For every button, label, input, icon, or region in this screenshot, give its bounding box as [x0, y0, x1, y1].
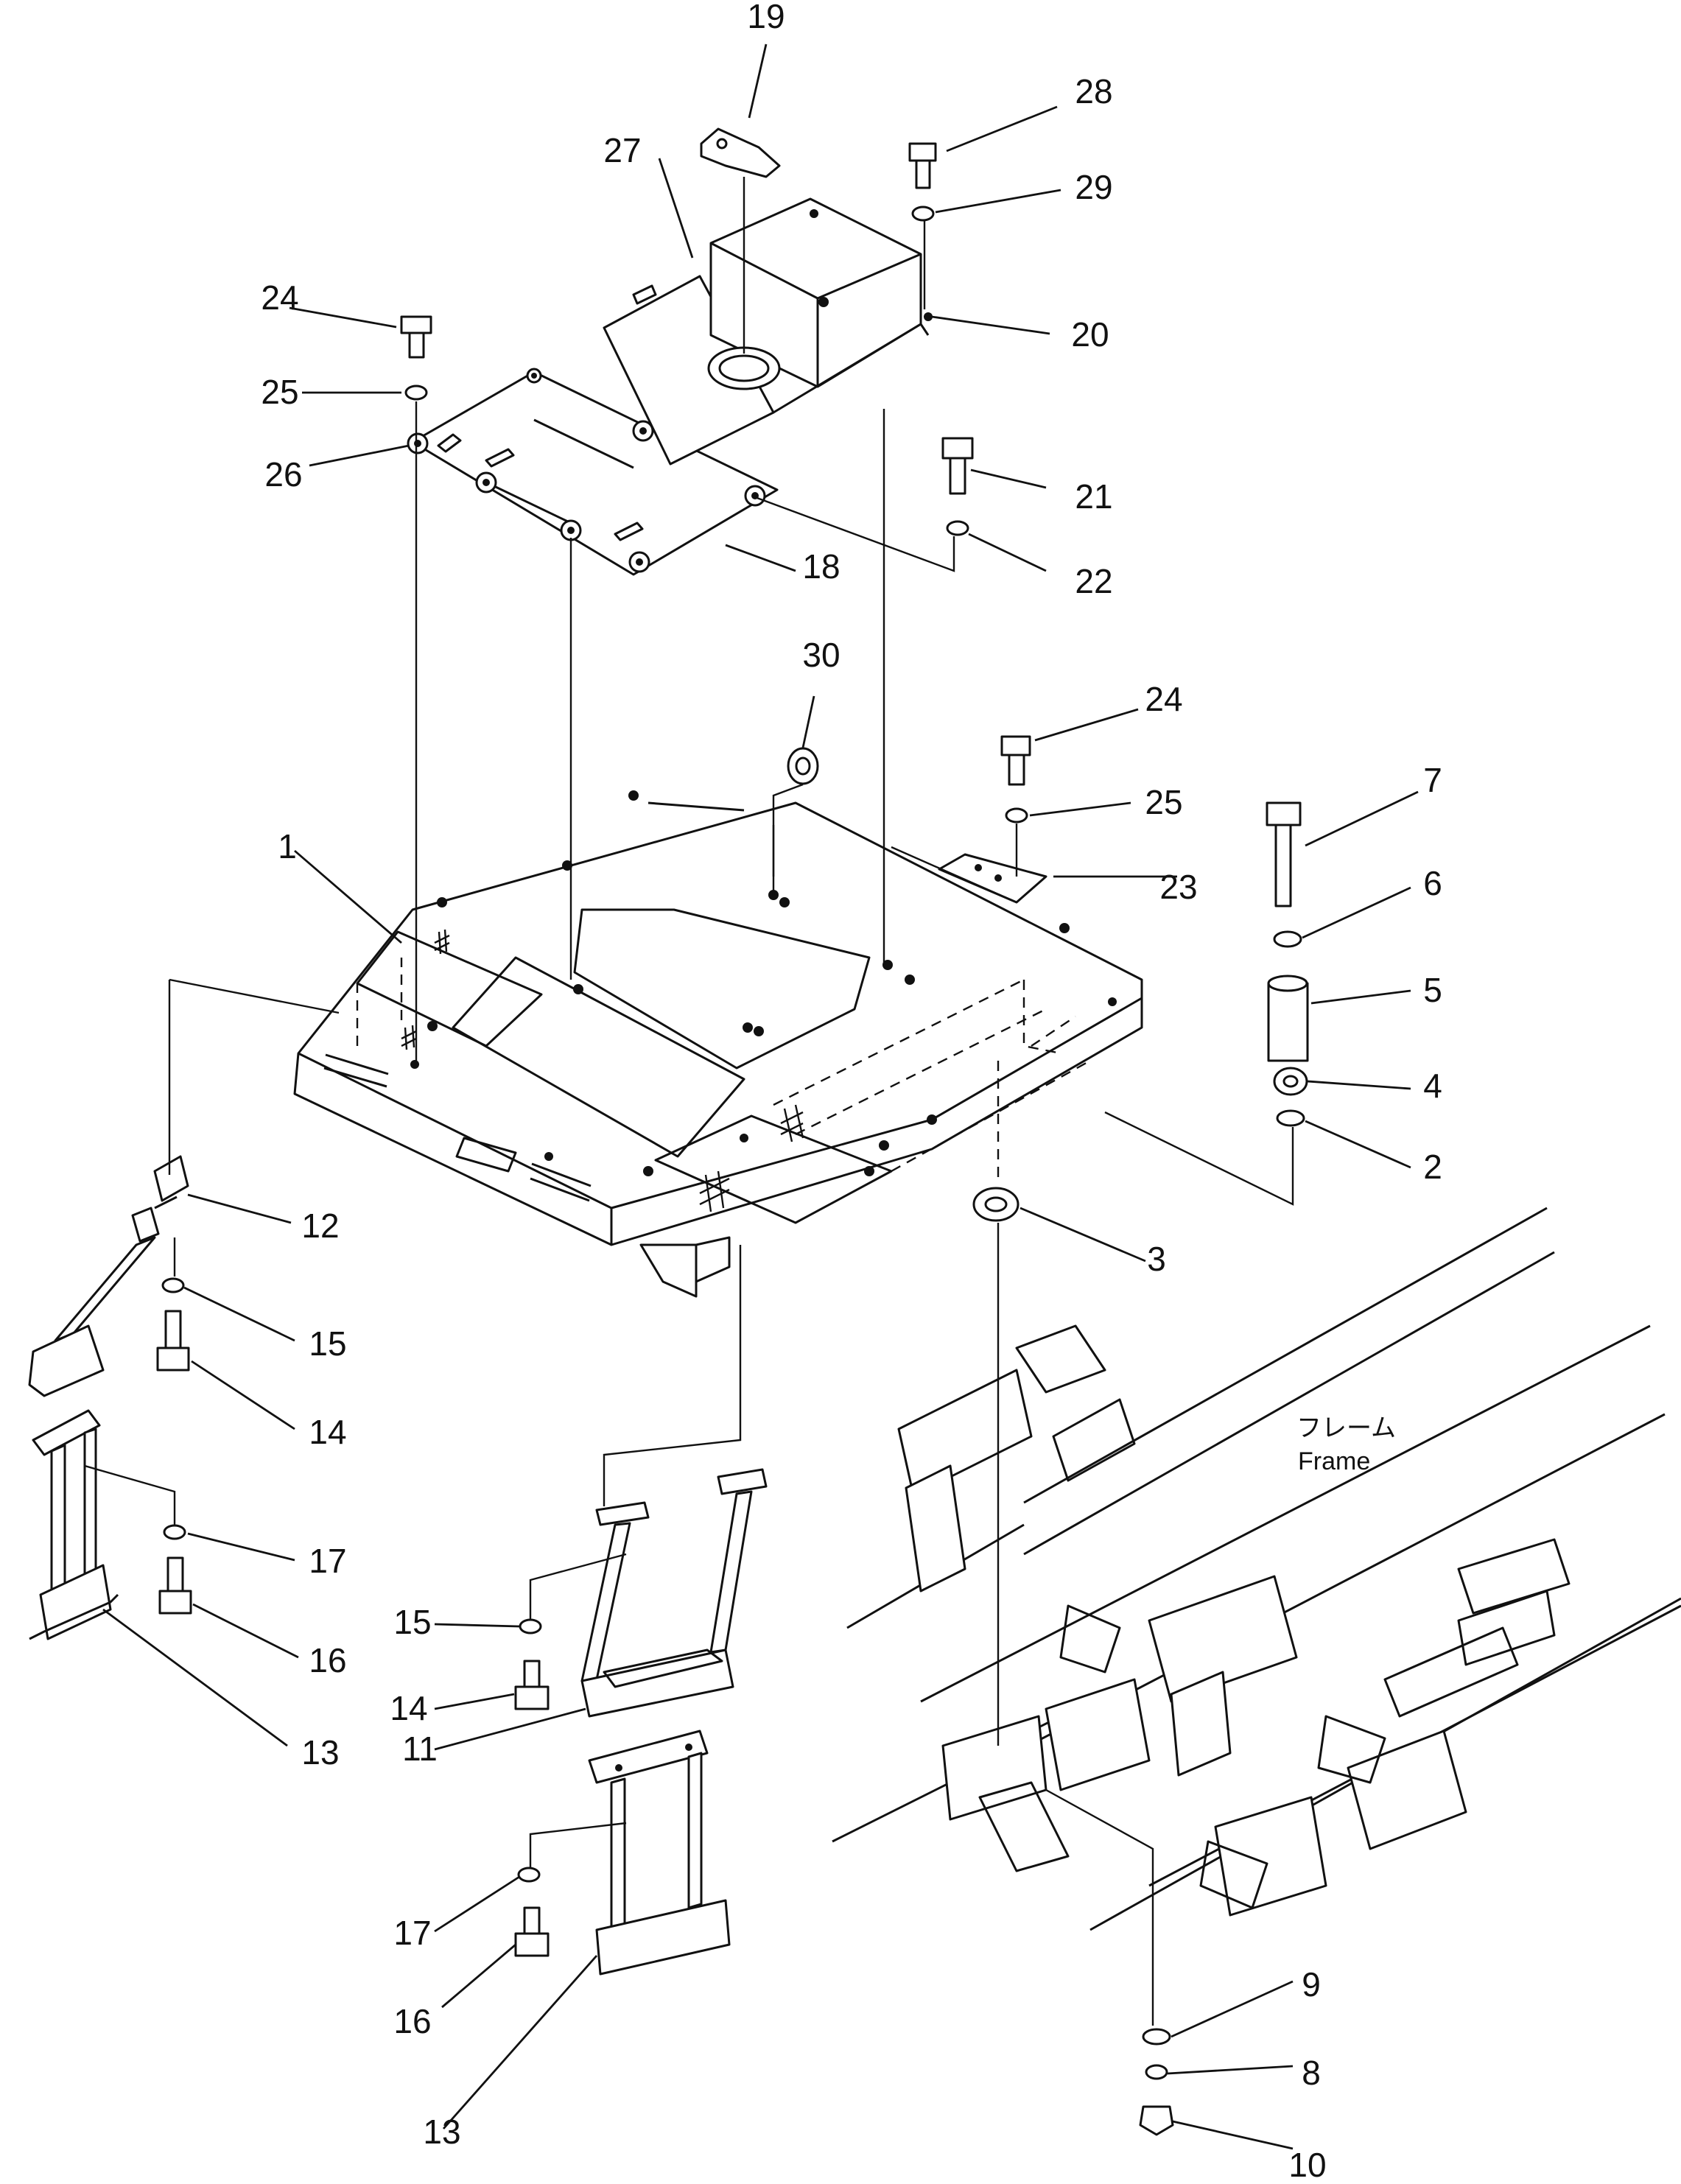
frame-label-jp: フレーム [1296, 1414, 1396, 1442]
callout-11: 11 [402, 1730, 438, 1768]
machine-frame [832, 1207, 1681, 1931]
callout-16: 16 [393, 2002, 431, 2040]
callout-23: 23 [1159, 868, 1197, 906]
left-brackets [28, 1155, 189, 1640]
fasteners [156, 142, 1309, 2136]
callout-17: 17 [393, 1914, 431, 1952]
callout-numbers: 1234567891011121313141415151616171718192… [261, 0, 1442, 2184]
callout-21: 21 [1075, 477, 1112, 516]
callout-7: 7 [1423, 761, 1442, 799]
assembly-lines [84, 177, 1294, 2026]
callout-17: 17 [309, 1542, 346, 1580]
callout-30: 30 [802, 636, 840, 674]
callout-25: 25 [1145, 783, 1182, 821]
callout-8: 8 [1302, 2054, 1321, 2092]
callout-1: 1 [278, 827, 297, 865]
callout-24: 24 [1145, 680, 1182, 718]
center-brackets [580, 1468, 768, 1976]
callout-2: 2 [1423, 1148, 1442, 1186]
callout-24: 24 [261, 278, 298, 317]
callout-5: 5 [1423, 971, 1442, 1009]
floor-plate [293, 790, 1143, 1298]
callout-10: 10 [1288, 2146, 1326, 2180]
callout-4: 4 [1423, 1067, 1442, 1105]
leader-lines [102, 43, 1419, 2150]
cover-plate [407, 368, 779, 576]
callout-19: 19 [747, 0, 785, 35]
callout-13: 13 [423, 2113, 460, 2151]
callout-12: 12 [301, 1207, 339, 1245]
callout-3: 3 [1147, 1240, 1166, 1278]
frame-label-en: Frame [1298, 1447, 1370, 1475]
callout-9: 9 [1302, 1965, 1321, 2004]
callout-25: 25 [261, 373, 298, 411]
callout-18: 18 [802, 547, 840, 586]
callout-26: 26 [264, 455, 302, 494]
callout-20: 20 [1071, 315, 1109, 354]
callout-22: 22 [1075, 562, 1112, 600]
callout-27: 27 [603, 131, 641, 169]
callout-16: 16 [309, 1641, 346, 1679]
callout-14: 14 [309, 1413, 346, 1451]
callout-15: 15 [309, 1324, 346, 1363]
cap [700, 127, 781, 178]
callout-6: 6 [1423, 864, 1442, 902]
callout-15: 15 [393, 1603, 431, 1641]
callout-14: 14 [390, 1689, 427, 1727]
callout-29: 29 [1075, 168, 1112, 206]
callout-13: 13 [301, 1733, 339, 1772]
cover-box [603, 197, 933, 466]
callout-28: 28 [1075, 72, 1112, 110]
